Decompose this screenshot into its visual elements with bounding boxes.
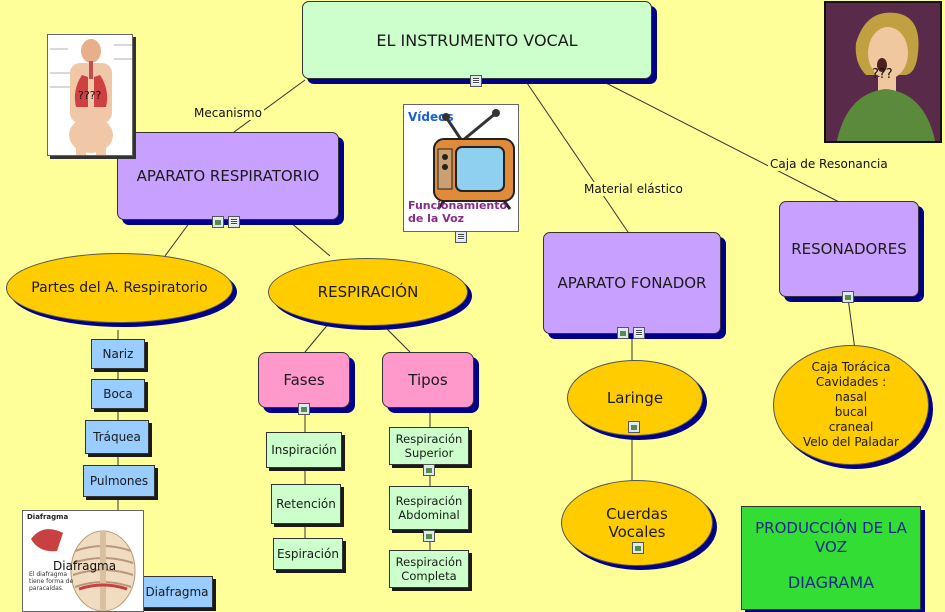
node-respiracion[interactable]: RESPIRACIÓN [268,258,468,326]
tv-icon [433,109,515,210]
node-label: Diafragma [145,585,209,599]
video-thumbnail[interactable]: Vídeos Funcionamiento de la Voz [403,104,519,232]
lungs-question: ???? [78,89,102,102]
node-diafragma[interactable]: Diafragma [141,576,213,608]
node-partes-respiratorio[interactable]: Partes del A. Respiratorio [6,253,233,323]
node-retencion[interactable]: Retención [271,484,341,524]
image-icon[interactable] [298,403,310,415]
node-espiracion[interactable]: Espiración [273,538,343,570]
node-aparato-fonador[interactable]: APARATO FONADOR [543,232,721,334]
node-label: Boca [103,387,133,401]
node-cuerdas-vocales[interactable]: Cuerdas Vocales [561,480,713,566]
link-label-material: Material elástico [582,182,685,196]
root-title: EL INSTRUMENTO VOCAL [376,30,578,50]
node-label: Partes del A. Respiratorio [31,280,208,296]
ribcage-icon [31,529,136,611]
node-aparato-respiratorio[interactable]: APARATO RESPIRATORIO [117,132,339,220]
node-resonadores[interactable]: RESONADORES [779,201,919,297]
node-resp-abdominal[interactable]: Respiración Abdominal [389,486,469,530]
node-label: PRODUCCIÓN DE LA VOZ [755,519,907,556]
node-label: Fases [283,371,325,389]
node-label: Respiración Completa [395,555,463,583]
singer-figure-icon [826,3,940,141]
node-label: bucal [834,405,868,419]
doc-icon[interactable] [228,216,240,228]
node-sublabel: DIAGRAMA [787,573,875,592]
image-icon[interactable] [632,542,644,554]
node-label: APARATO RESPIRATORIO [136,167,320,185]
node-label: Respiración Abdominal [395,494,463,522]
diafragma-thumb-label: Diafragma [53,559,117,573]
node-label: Retención [276,497,336,511]
doc-icon[interactable] [633,327,645,339]
node-label: Caja Torácica [811,360,891,374]
video-caption: Funcionamiento de la Voz [408,199,508,225]
node-fases[interactable]: Fases [258,352,350,408]
link-label-caja: Caja de Resonancia [768,157,890,171]
node-traquea[interactable]: Tráquea [85,420,149,454]
node-label: Pulmones [89,474,149,488]
node-boca[interactable]: Boca [91,379,145,409]
node-label: Cavidades : [815,375,887,389]
doc-icon[interactable] [455,231,467,243]
image-icon[interactable] [423,464,435,476]
root-node[interactable]: EL INSTRUMENTO VOCAL [302,1,652,79]
node-label: Respiración Superior [395,432,463,460]
node-label: Tráquea [93,430,141,444]
node-label: Inspiración [271,443,337,457]
node-label: Espiración [277,547,339,561]
node-label: nasal [835,390,867,404]
node-resp-completa[interactable]: Respiración Completa [389,550,469,588]
doc-icon[interactable] [470,75,482,87]
node-pulmones[interactable]: Pulmones [83,465,155,497]
node-label: Tipos [408,371,448,389]
node-nariz[interactable]: Nariz [91,339,145,369]
image-icon[interactable] [842,291,854,303]
lungs-figure-icon [50,39,132,155]
image-icon[interactable] [212,216,224,228]
node-label: Cuerdas Vocales [606,505,668,541]
node-caja-toracica[interactable]: Caja Torácica Cavidades : nasal bucal cr… [773,345,929,465]
image-icon[interactable] [617,327,629,339]
singer-question: ??? [872,67,893,82]
singer-thumbnail[interactable]: ??? [824,1,942,143]
node-label: Velo del Paladar [803,435,899,449]
node-produccion-voz[interactable]: PRODUCCIÓN DE LA VOZ DIAGRAMA [741,506,921,610]
image-icon[interactable] [628,421,640,433]
node-label: Nariz [102,347,134,361]
node-resp-superior[interactable]: Respiración Superior [389,427,469,465]
video-title: Vídeos [408,110,454,124]
node-label: APARATO FONADOR [557,274,707,292]
node-label: craneal [828,420,874,434]
node-label: RESPIRACIÓN [317,283,419,301]
node-tipos[interactable]: Tipos [382,352,474,408]
node-label: Laringe [606,389,664,407]
image-icon[interactable] [423,530,435,542]
diafragma-thumb-title: Diafragma [27,513,69,521]
node-label: RESONADORES [791,240,907,258]
node-inspiracion[interactable]: Inspiración [266,432,342,468]
diafragma-thumb-note: El diafragma tiene forma de paracaídas. [29,571,74,592]
lungs-thumbnail[interactable]: ???? [47,34,133,156]
diafragma-thumbnail[interactable]: Diafragma Diafragma El diafragma tiene f… [22,510,144,612]
link-label-mecanismo: Mecanismo [192,106,264,120]
